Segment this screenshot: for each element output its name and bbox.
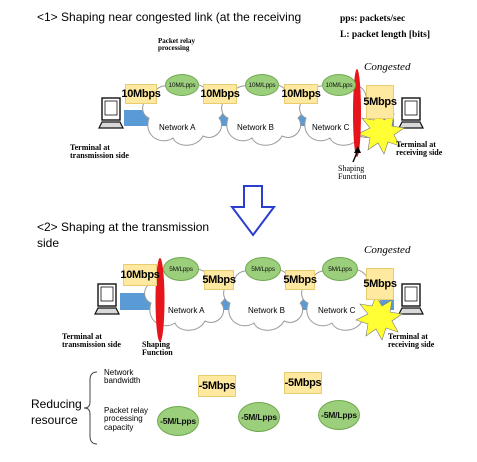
s1-congested-label: Congested <box>364 61 411 73</box>
s2-terminal-tx: Terminal at transmission side <box>62 332 121 350</box>
processing-capacity-label: Packet relay processing capacity <box>104 406 149 432</box>
s2-link-speed-3: 5Mbps <box>283 270 317 290</box>
s2-terminal-rx: Terminal at receiving side <box>388 332 435 350</box>
relay-processing-label: Packet relay processing <box>158 37 195 53</box>
s1-network-c: Network C <box>312 123 350 132</box>
section2-title-line1: <2> Shaping at the transmission <box>37 220 210 234</box>
s2-link-speed-1: 10Mbps <box>120 264 160 286</box>
reducing-label-line2: resource <box>31 413 78 427</box>
s1-shaping-label: Shaping Function <box>338 164 367 182</box>
s2-network-c: Network C <box>318 306 356 315</box>
s2-congestion-burst-icon <box>355 295 403 341</box>
bandwidth-label: Network bandwidth <box>104 368 141 386</box>
s2-relay-a: 5M/Lpps <box>163 257 199 281</box>
s2-relay-b: 5M/Lpps <box>245 257 281 281</box>
s1-link-speed-4: 5Mbps <box>363 85 397 119</box>
s1-link-speed-2: 10Mbps <box>200 84 240 104</box>
s1-shaping-pointer-icon <box>354 146 361 153</box>
s1-shaping-ellipse <box>353 69 361 157</box>
section1-title: <1> Shaping near congested link (at the … <box>37 10 302 24</box>
s1-network-b: Network B <box>237 123 274 132</box>
s1-link-speed-1: 10Mbps <box>121 84 161 104</box>
s2-congested-label: Congested <box>364 244 411 256</box>
s2-shaping-ellipse <box>155 258 165 342</box>
processing-reduction-2: -5M/Lpps <box>238 402 280 432</box>
s1-link-speed-3: 10Mbps <box>281 84 321 104</box>
legend-packet-length: L: packet length [bits] <box>340 30 430 40</box>
s1-relay-b: 10M/Lpps <box>245 74 279 96</box>
s1-congestion-burst-icon <box>357 109 405 155</box>
s1-relay-c: 10M/Lpps <box>322 74 356 96</box>
processing-reduction-3: -5M/Lpps <box>318 400 360 430</box>
s2-relay-c: 5M/Lpps <box>322 257 358 281</box>
processing-reduction-1: -5M/Lpps <box>157 406 199 436</box>
bandwidth-reduction-1: -5Mbps <box>198 375 236 397</box>
section2-title-line2: side <box>37 236 60 250</box>
down-arrow-icon <box>230 185 276 237</box>
s1-terminal-rx: Terminal at receiving side <box>396 140 443 158</box>
s2-link-speed-2: 5Mbps <box>202 270 236 290</box>
s2-network-b: Network B <box>248 306 285 315</box>
s2-shaping-label: Shaping Function <box>142 340 173 358</box>
legend-pps: pps: packets/sec <box>340 14 406 24</box>
s1-relay-a: 10M/Lpps <box>165 74 199 96</box>
s1-terminal-tx: Terminal at transmission side <box>70 143 129 161</box>
s2-link-speed-4: 5Mbps <box>363 268 397 300</box>
s1-network-a: Network A <box>159 123 196 132</box>
bandwidth-reduction-2: -5Mbps <box>284 372 322 394</box>
s2-network-a: Network A <box>168 306 205 315</box>
reducing-label-line1: Reducing <box>31 397 82 411</box>
